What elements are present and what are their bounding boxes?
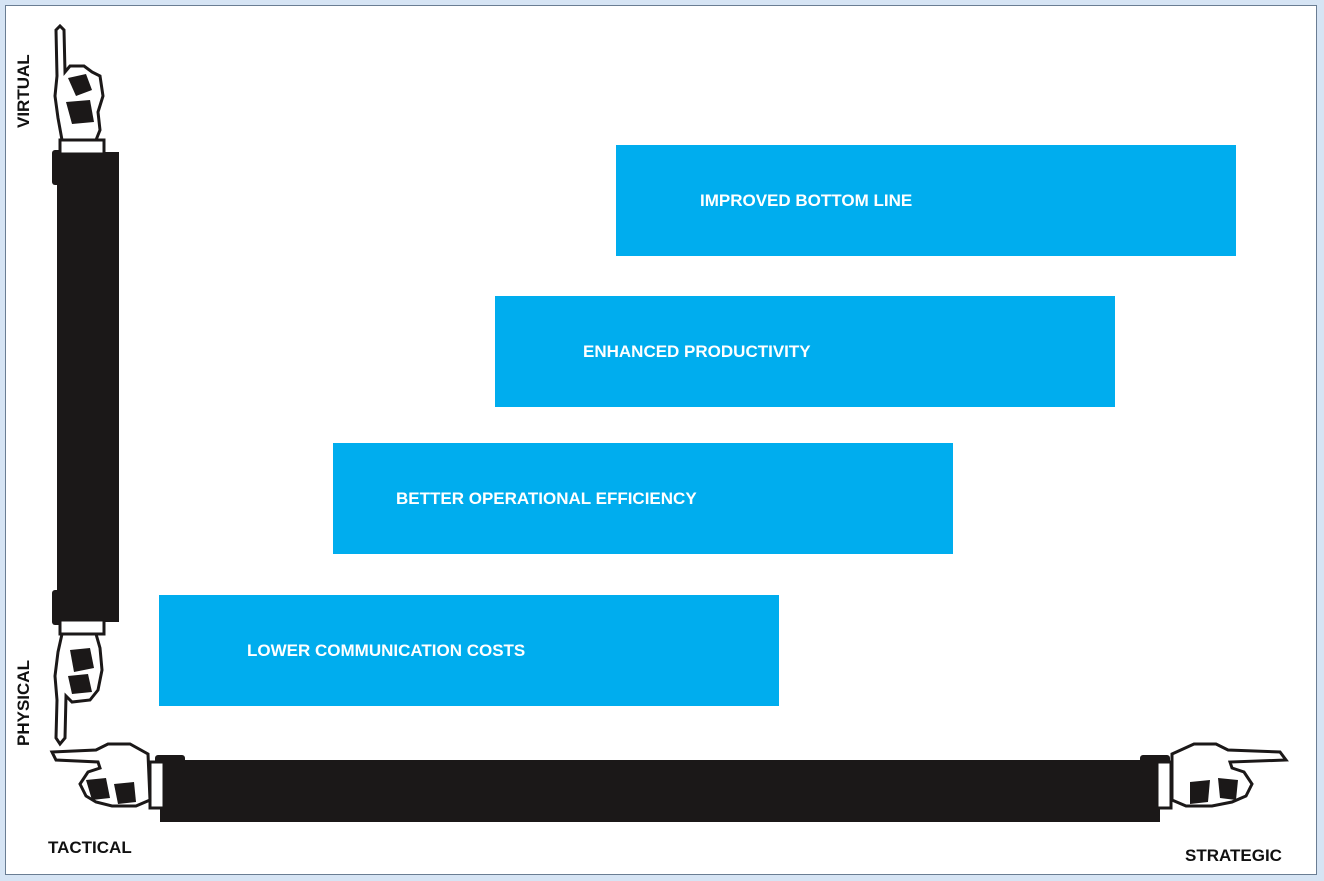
vertical-axis-sleeve xyxy=(52,138,119,636)
stage-box-lower-communication-costs: LOWER COMMUNICATION COSTS xyxy=(159,595,779,706)
pointing-hand-right-icon xyxy=(1170,742,1289,808)
axis-label-tactical: TACTICAL xyxy=(48,838,132,857)
pointing-hand-up-icon xyxy=(53,23,105,142)
axis-label-virtual: VIRTUAL xyxy=(14,54,33,128)
stage-label: LOWER COMMUNICATION COSTS xyxy=(247,640,526,660)
stage-box-enhanced-productivity: ENHANCED PRODUCTIVITY xyxy=(495,296,1115,407)
stage-box-better-operational-efficiency: BETTER OPERATIONAL EFFICIENCY xyxy=(333,443,953,554)
horizontal-axis-sleeve xyxy=(148,755,1173,822)
pointing-hand-left-icon xyxy=(49,742,152,808)
stage-label: BETTER OPERATIONAL EFFICIENCY xyxy=(396,488,697,508)
stage-label: ENHANCED PRODUCTIVITY xyxy=(583,341,811,361)
axis-label-physical: PHYSICAL xyxy=(14,660,33,746)
stage-box-improved-bottom-line: IMPROVED BOTTOM LINE xyxy=(616,145,1236,256)
axis-label-strategic: STRATEGIC xyxy=(1185,846,1282,865)
pointing-hand-down-icon xyxy=(53,632,104,747)
stage-label: IMPROVED BOTTOM LINE xyxy=(700,190,913,210)
